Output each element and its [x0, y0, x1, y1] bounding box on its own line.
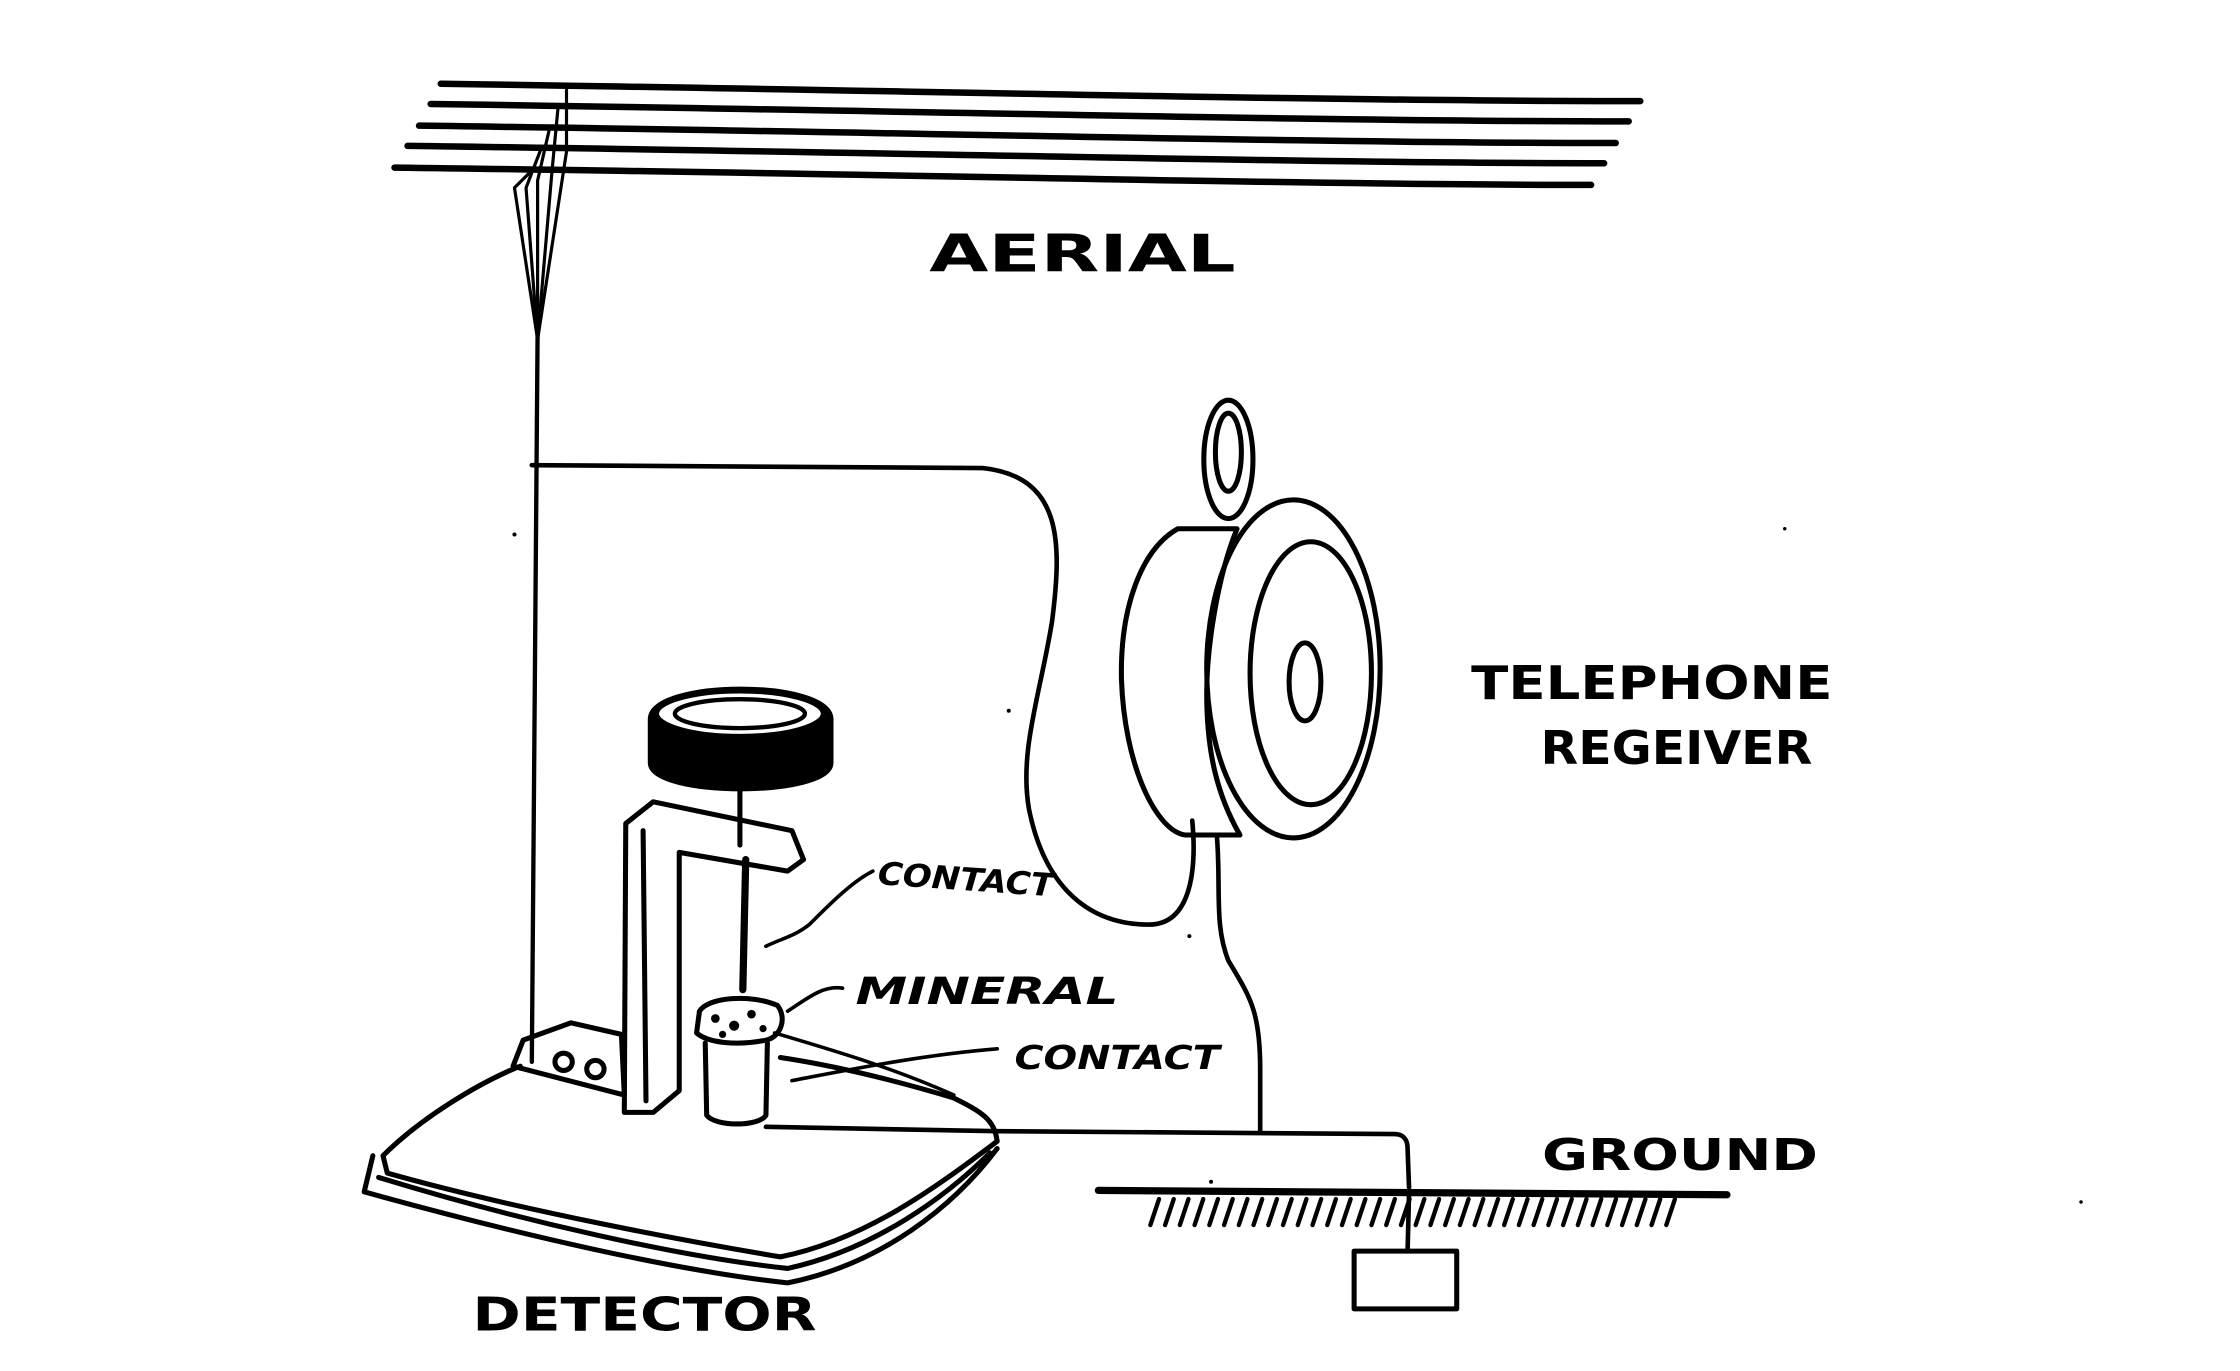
ground-hatch-mark [1221, 1196, 1235, 1228]
binding-screw-2 [584, 1057, 607, 1081]
ground-hatch-mark [1487, 1196, 1501, 1228]
contact-upper-label: CONTACT [877, 856, 1058, 904]
mineral-speckles [711, 1009, 767, 1039]
ground-hatch-mark [1605, 1196, 1619, 1228]
ground-hatch-mark [1177, 1196, 1191, 1228]
callout-contact-lower [790, 1047, 999, 1083]
ground-hatch-mark [1619, 1196, 1633, 1228]
detector-knob-top-inner [672, 697, 808, 731]
receiver-hanging-ring-inner [1212, 410, 1244, 494]
ground-label: GROUND [1542, 1131, 1818, 1181]
ground-hatch-mark [1457, 1196, 1471, 1228]
mineral-label: MINERAL [856, 969, 1119, 1013]
aerial-wire-2 [427, 100, 1632, 125]
mineral-crystal [694, 995, 785, 1046]
ground-hatch-mark [1162, 1196, 1176, 1228]
aerial-label: AERIAL [929, 225, 1235, 285]
ground-plate [1351, 1248, 1460, 1312]
wire-detector-to-ground [763, 1124, 1412, 1190]
scan-specks [512, 527, 2083, 1204]
aerial-lead-in [512, 87, 569, 342]
detector-binding-block [510, 1020, 627, 1098]
ground-hatch-mark [1339, 1196, 1353, 1228]
ground-hatch-mark [1516, 1196, 1530, 1228]
contact-lower-label: CONTACT [1015, 1038, 1223, 1077]
detector-bracket-inner [640, 828, 649, 1104]
ground-line [1094, 1186, 1731, 1199]
binding-screw-1 [552, 1050, 575, 1074]
detector-base-top [380, 1054, 1000, 1260]
receiver-hanging-ring-outer [1201, 397, 1256, 522]
ground-hatch-mark [1310, 1196, 1324, 1228]
mineral-to-base-wire [772, 1031, 956, 1097]
ground-hatch-mark [1428, 1196, 1442, 1228]
ground-hatch-mark [1560, 1196, 1574, 1228]
detector-bracket [621, 799, 807, 1115]
aerial-wire-3 [415, 122, 1619, 147]
wire-receiver-to-ground [1214, 832, 1263, 1134]
wire-aerial-to-receiver [529, 462, 1196, 927]
telephone-label: TELEPHONE [1471, 656, 1832, 710]
ground-hatch-mark [1148, 1196, 1162, 1228]
ground-hatch-mark [1590, 1196, 1604, 1228]
mineral-cup [702, 1040, 770, 1127]
ground-hatch-mark [1236, 1196, 1250, 1228]
aerial-wire-4 [404, 142, 1608, 167]
ground-hatch-mark [1251, 1196, 1265, 1228]
ground-hatch-mark [1192, 1196, 1206, 1228]
ground-hatch-mark [1280, 1196, 1294, 1228]
ground-hatch-mark [1295, 1196, 1309, 1228]
ground-hatch-mark [1384, 1196, 1398, 1228]
ground-hatch-mark [1325, 1196, 1339, 1228]
ground-hatch-mark [1664, 1196, 1678, 1228]
callout-lines [764, 869, 999, 1097]
ground-hatch-mark [1546, 1196, 1560, 1228]
ground-hatch-mark [1266, 1196, 1280, 1228]
ground-hatch-mark [1634, 1196, 1648, 1228]
ground-hatch-mark [1575, 1196, 1589, 1228]
ground-hatch-mark [1501, 1196, 1515, 1228]
receiver-label: REGEIVER [1541, 721, 1813, 775]
ground-hatch-mark [1531, 1196, 1545, 1228]
ground-hatch-mark [1369, 1196, 1383, 1228]
ground-hatch-mark [1649, 1196, 1663, 1228]
detector-base-bottom [361, 1145, 1000, 1286]
receiver-front-inner [1247, 539, 1374, 808]
detector [361, 686, 1000, 1286]
aerial-wire-5 [391, 164, 1595, 189]
telephone-receiver [1118, 397, 1383, 841]
ground-hatch-mark [1442, 1196, 1456, 1228]
ground-hatch-mark [1354, 1196, 1368, 1228]
ground-hatch-mark [1472, 1196, 1486, 1228]
receiver-earpiece-hole [1286, 640, 1324, 724]
detector-label: DETECTOR [473, 1288, 817, 1342]
ground-hatch-mark [1413, 1196, 1427, 1228]
ground-hatching [1148, 1196, 1678, 1228]
aerial-down-lead [529, 330, 540, 1065]
receiver-front-outer [1204, 497, 1383, 841]
callout-mineral [785, 985, 845, 1014]
aerial-wire-1 [437, 80, 1644, 105]
ground-hatch-mark [1207, 1196, 1221, 1228]
callout-contact-upper [764, 869, 875, 949]
aerial-wires [391, 80, 1644, 189]
ground-hatch-mark [1398, 1196, 1412, 1228]
detector-base-edge [376, 1150, 993, 1271]
detector-catwhisker [739, 855, 750, 994]
